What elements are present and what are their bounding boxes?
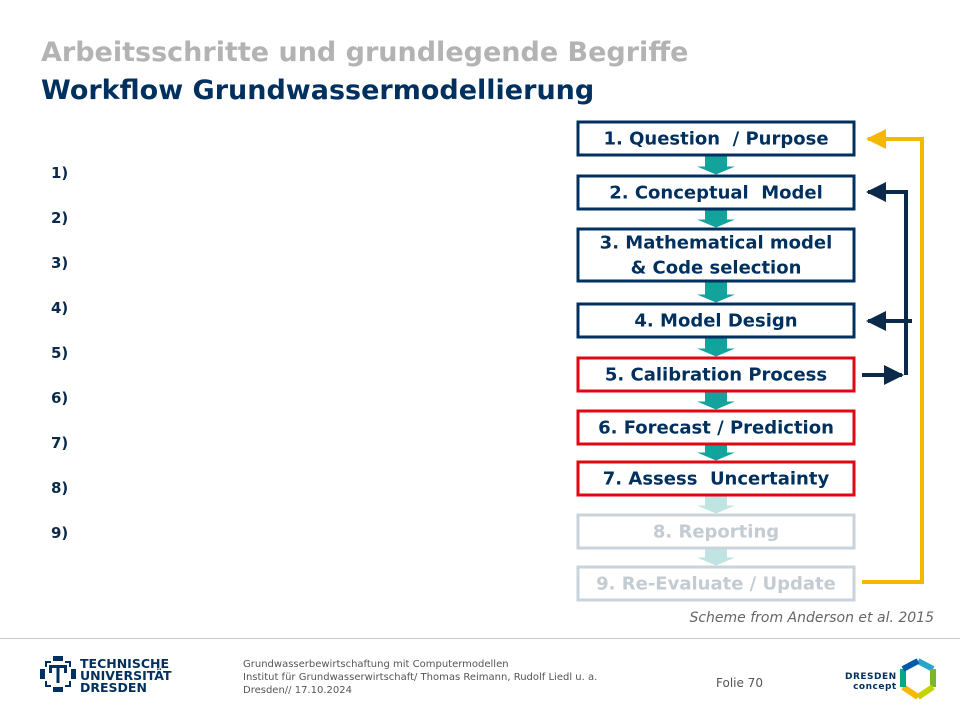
step-number: 3): [51, 254, 69, 272]
step-connectors: [697, 156, 735, 566]
step-box: [576, 120, 856, 157]
workflow-step-9: 9. Re-Evaluate / Update: [576, 565, 856, 602]
step-label: & Code selection: [631, 258, 802, 279]
tu-dresden-logo-icon: [40, 656, 76, 692]
step-box: [576, 302, 856, 339]
footer-info: Grundwasserbewirtschaftung mit Computerm…: [243, 658, 597, 697]
step-number: 9): [51, 524, 69, 542]
source-note: Scheme from Anderson et al. 2015: [689, 610, 934, 626]
step-label: 3. Mathematical model: [600, 233, 833, 254]
dresden-concept-logo-icon: [900, 658, 936, 700]
step-label: 2. Conceptual Model: [609, 183, 823, 204]
step-connector-arrow: [697, 549, 735, 566]
date-line: Dresden// 17.10.2024: [243, 685, 352, 696]
step-box: [576, 174, 856, 211]
step-label: 1. Question / Purpose: [603, 129, 828, 150]
step-box: [576, 565, 856, 602]
step-box: [576, 513, 856, 550]
step-connector-arrow: [697, 392, 735, 410]
slide-title: Workflow Grundwassermodellierung: [41, 75, 595, 106]
workflow-step-8: 8. Reporting: [576, 513, 856, 550]
step-label: 4. Model Design: [634, 311, 797, 332]
step-number: 2): [51, 209, 69, 227]
workflow-step-1: 1. Question / Purpose: [576, 120, 856, 157]
step-connector-arrow: [697, 210, 735, 228]
dresden-concept-name: DRESDEN concept: [845, 672, 897, 692]
step-number: 7): [51, 434, 69, 452]
step-label: 9. Re-Evaluate / Update: [596, 574, 836, 595]
step-label: 7. Assess Uncertainty: [603, 469, 830, 490]
workflow-step-3: 3. Mathematical model & Code selection: [576, 227, 856, 283]
feedback-loops: [862, 129, 924, 584]
step-number: 6): [51, 389, 69, 407]
step-label: 5. Calibration Process: [605, 365, 827, 386]
step-label: 8. Reporting: [653, 522, 779, 543]
step-box: [576, 227, 856, 283]
step-number: 4): [51, 299, 69, 317]
workflow-step-6: 6. Forecast / Prediction: [576, 409, 856, 446]
step-number-list: 1) 2) 3) 4) 5) 6) 7) 8) 9): [51, 162, 68, 567]
step-connector-arrow: [697, 338, 735, 357]
feedback-arrow-to-step-2: [866, 182, 908, 375]
university-name: TECHNISCHE UNIVERSITÄT DRESDEN: [80, 656, 172, 695]
workflow-step-7: 7. Assess Uncertainty: [576, 460, 856, 497]
authors: Institut für Grundwasserwirtschaft/ Thom…: [243, 672, 598, 683]
footer-divider: [0, 638, 960, 639]
step-boxes: 1. Question / Purpose 2. Conceptual Model…: [576, 120, 856, 602]
step-number: 8): [51, 479, 69, 497]
workflow-step-4: 4. Model Design: [576, 302, 856, 339]
step-box: [576, 409, 856, 446]
step-connector-arrow: [697, 156, 735, 175]
step-box: [576, 356, 856, 393]
step-number: 1): [51, 164, 69, 182]
step-connector-arrow: [697, 445, 735, 461]
step-connector-arrow: [697, 282, 735, 303]
workflow-step-5: 5. Calibration Process: [576, 356, 856, 393]
step-number: 5): [51, 344, 69, 362]
course-name: Grundwasserbewirtschaftung mit Computerm…: [243, 659, 509, 670]
slide-number: Folie 70: [716, 676, 763, 690]
step-box: [576, 460, 856, 497]
feedback-arrow-to-step-1: [862, 129, 924, 584]
step-label: 6. Forecast / Prediction: [598, 418, 834, 439]
workflow-step-2: 2. Conceptual Model: [576, 174, 856, 211]
step-connector-arrow: [697, 496, 735, 514]
slide-supertitle: Arbeitsschritte und grundlegende Begriff…: [41, 37, 689, 68]
workflow-diagram: 1. Question / Purpose 2. Conceptual Model…: [576, 120, 924, 602]
